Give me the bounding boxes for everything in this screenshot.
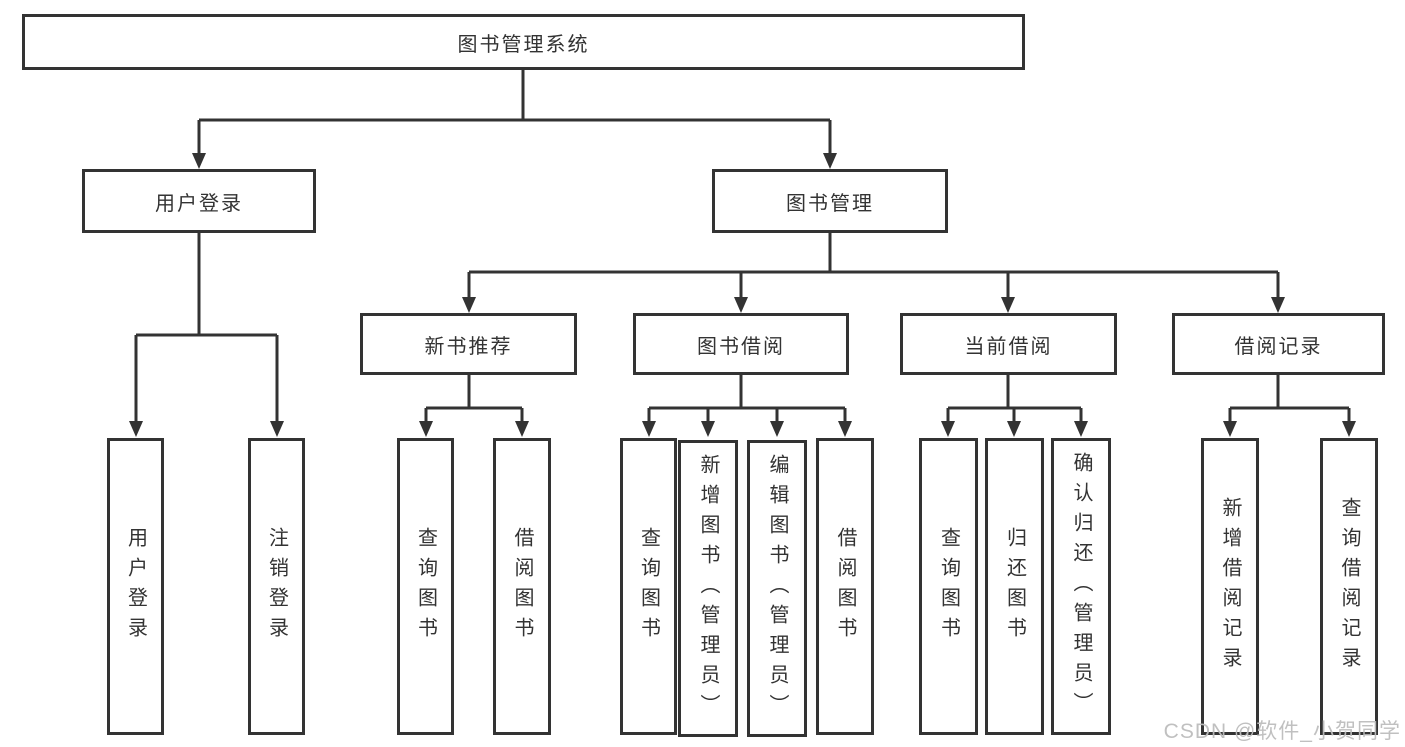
- node-borrow-records: 借阅记录: [1172, 313, 1385, 375]
- node-user-login-branch: 用户登录: [82, 169, 316, 233]
- leaf-add-borrow-record-label: 新增借阅记录: [1219, 496, 1241, 677]
- leaf-query-books-borrow-label: 查询图书: [637, 526, 660, 647]
- watermark: CSDN @软件_小贺同学: [1163, 720, 1401, 743]
- leaf-query-books-borrow: 查询图书: [620, 438, 677, 735]
- leaf-user-login-label: 用户登录: [124, 526, 147, 647]
- leaf-borrow-books-label: 借阅图书: [834, 526, 856, 647]
- leaf-add-book-admin: 新增图书（管理员）: [678, 440, 738, 737]
- node-new-book-recommend-label: 新书推荐: [424, 335, 513, 358]
- leaf-query-books-current-label: 查询图书: [937, 526, 960, 647]
- leaf-add-book-admin-label: 新增图书（管理员）: [697, 453, 719, 724]
- leaf-user-login: 用户登录: [107, 438, 164, 735]
- node-book-management: 图书管理: [712, 169, 948, 233]
- leaf-query-books-recommend: 查询图书: [397, 438, 454, 735]
- connector-currentborrow-to-leaves: [946, 375, 1083, 423]
- connector-bookmgmt-to-level2: [467, 233, 1280, 299]
- leaf-query-borrow-record-label: 查询借阅记录: [1338, 496, 1360, 677]
- node-user-login-branch-label: 用户登录: [155, 192, 243, 215]
- leaf-confirm-return-admin: 确认归还（管理员）: [1051, 438, 1111, 735]
- node-book-management-label: 图书管理: [786, 192, 874, 215]
- leaf-confirm-return-admin-label: 确认归还（管理员）: [1070, 451, 1092, 722]
- node-book-borrow-label: 图书借阅: [697, 335, 785, 358]
- node-current-borrow: 当前借阅: [900, 313, 1117, 375]
- connector-root-to-level1: [197, 70, 832, 155]
- leaf-return-book: 归还图书: [985, 438, 1044, 735]
- node-borrow-records-label: 借阅记录: [1234, 335, 1323, 358]
- leaf-query-books-current: 查询图书: [919, 438, 978, 735]
- leaf-query-books-recommend-label: 查询图书: [414, 526, 437, 647]
- node-current-borrow-label: 当前借阅: [964, 335, 1053, 358]
- leaf-borrow-books-recommend-label: 借阅图书: [511, 526, 533, 647]
- leaf-query-borrow-record: 查询借阅记录: [1320, 438, 1378, 735]
- connector-bookborrow-to-leaves: [647, 375, 847, 423]
- leaf-borrow-books: 借阅图书: [816, 438, 874, 735]
- leaf-logout-label: 注销登录: [265, 526, 288, 647]
- leaf-edit-book-admin-label: 编辑图书（管理员）: [766, 453, 788, 724]
- connector-borrowrecords-to-leaves: [1228, 375, 1351, 423]
- node-book-borrow: 图书借阅: [633, 313, 849, 375]
- node-root-system: 图书管理系统: [22, 14, 1025, 70]
- connector-userlogin-to-leaves: [134, 233, 279, 423]
- leaf-edit-book-admin: 编辑图书（管理员）: [747, 440, 807, 737]
- connector-newbook-to-leaves: [424, 375, 524, 423]
- leaf-add-borrow-record: 新增借阅记录: [1201, 438, 1259, 735]
- leaf-borrow-books-recommend: 借阅图书: [493, 438, 551, 735]
- node-new-book-recommend: 新书推荐: [360, 313, 577, 375]
- arrowheads: [129, 153, 1356, 437]
- node-root-system-label: 图书管理系统: [457, 33, 590, 56]
- leaf-logout: 注销登录: [248, 438, 305, 735]
- leaf-return-book-label: 归还图书: [1003, 526, 1026, 647]
